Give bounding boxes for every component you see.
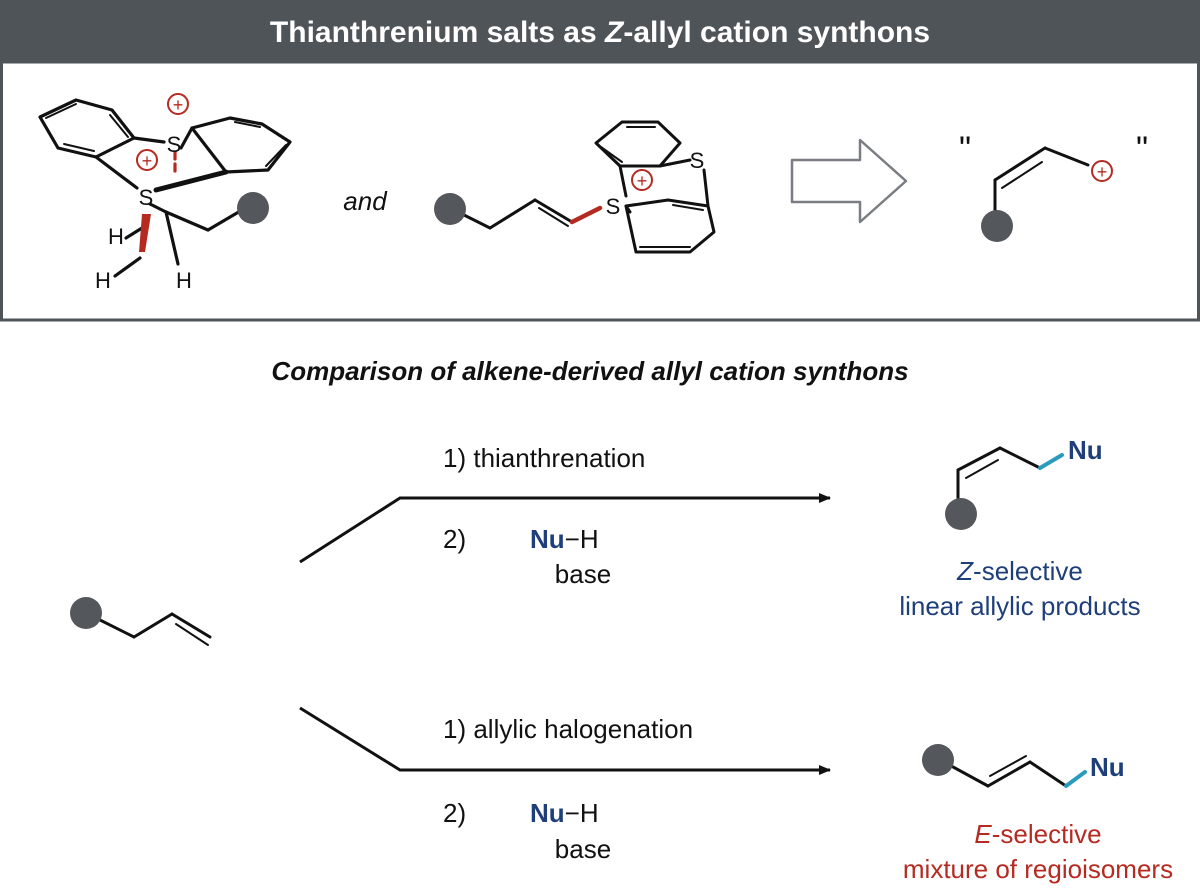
- connector-and: and: [343, 186, 388, 216]
- top-panel-frame: [0, 60, 1200, 322]
- upper-step-2-number: 2): [443, 524, 466, 554]
- e-product-c-nu-bond: [1064, 770, 1087, 788]
- atom-label-s-neutral: S: [690, 148, 705, 173]
- e-outcome-line-1: E-selective: [974, 819, 1101, 849]
- bicyclic-thianthrenium-structure: [38, 98, 292, 278]
- svg-text:+: +: [142, 151, 153, 171]
- synthon-quote-open: ": [959, 130, 971, 168]
- lower-pathway-arrow: [299, 706, 831, 775]
- header-title: Thianthrenium salts as Z-allyl cation sy…: [270, 16, 930, 49]
- starting-alkene: [86, 612, 212, 646]
- z-product-nu-label: Nu: [1068, 435, 1103, 465]
- z-allyl-cation-structure: [993, 146, 1090, 224]
- e-product-nu-label: Nu: [1090, 752, 1125, 782]
- atom-label-h-axial: H: [108, 224, 124, 249]
- vinyl-thianthrenium-structure: [452, 120, 716, 254]
- svg-text:+: +: [173, 95, 184, 115]
- lower-step-1: 1) allylic halogenation: [443, 714, 693, 744]
- upper-nucleophile: Nu−H: [530, 524, 599, 554]
- equivalence-arrow: [790, 138, 908, 224]
- header-bar: [0, 0, 1200, 62]
- substituent-dot: [922, 744, 954, 776]
- z-allyl-product: [956, 446, 1042, 510]
- upper-step-1: 1) thianthrenation: [443, 443, 645, 473]
- vinyl-c-s-bond: [569, 205, 603, 225]
- lower-step-2-number: 2): [443, 798, 466, 828]
- atom-label-h-right: H: [176, 268, 192, 293]
- svg-text:+: +: [1097, 162, 1108, 182]
- lower-base: base: [555, 834, 611, 864]
- comparison-title: Comparison of alkene-derived allyl catio…: [271, 356, 908, 386]
- substituent-dot: [945, 498, 977, 530]
- substituent-dot: [981, 210, 1013, 242]
- upper-pathway-arrow: [299, 493, 831, 564]
- cation-charge-upper: +: [167, 93, 189, 115]
- substituent-dot: [70, 597, 102, 629]
- bicyclic-red-bonds: [139, 150, 177, 252]
- atom-label-s-lower: S: [139, 185, 154, 210]
- e-outcome-line-2: mixture of regioisomers: [903, 854, 1173, 884]
- upper-base: base: [555, 559, 611, 589]
- cation-charge-lower: +: [136, 149, 158, 171]
- synthon-quote-close: ": [1136, 130, 1148, 168]
- cation-charge-vinyl: +: [631, 169, 653, 191]
- substituent-dot: [237, 192, 269, 224]
- z-product-c-nu-bond: [1038, 453, 1064, 470]
- z-outcome-line-1: Z-selective: [956, 556, 1083, 586]
- atom-label-s-upper: S: [167, 132, 182, 157]
- atom-label-s-cationic: S: [606, 194, 621, 219]
- lower-nucleophile: Nu−H: [530, 798, 599, 828]
- atom-label-h-left: H: [95, 268, 111, 293]
- substituent-dot: [434, 193, 466, 225]
- e-allyl-product: [942, 755, 1068, 788]
- svg-text:+: +: [637, 171, 648, 191]
- cation-charge-synthon: +: [1091, 160, 1113, 182]
- z-outcome-line-2: linear allylic products: [899, 591, 1140, 621]
